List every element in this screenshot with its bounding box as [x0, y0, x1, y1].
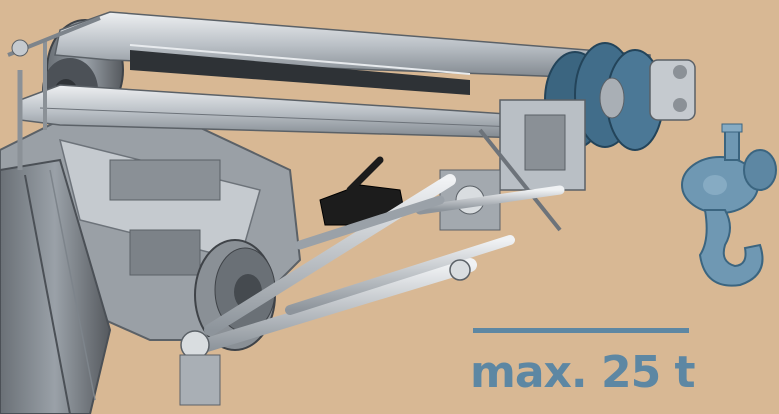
pulley-sheaves [544, 42, 696, 151]
left-rods [7, 16, 101, 170]
central-mechanism [439, 99, 586, 232]
max-load-caption: max. 25 t [470, 347, 696, 398]
upper-beam [54, 11, 651, 95]
caption-rule [473, 328, 689, 333]
boom-body [0, 88, 302, 414]
lower-frame-tubes [179, 174, 565, 406]
